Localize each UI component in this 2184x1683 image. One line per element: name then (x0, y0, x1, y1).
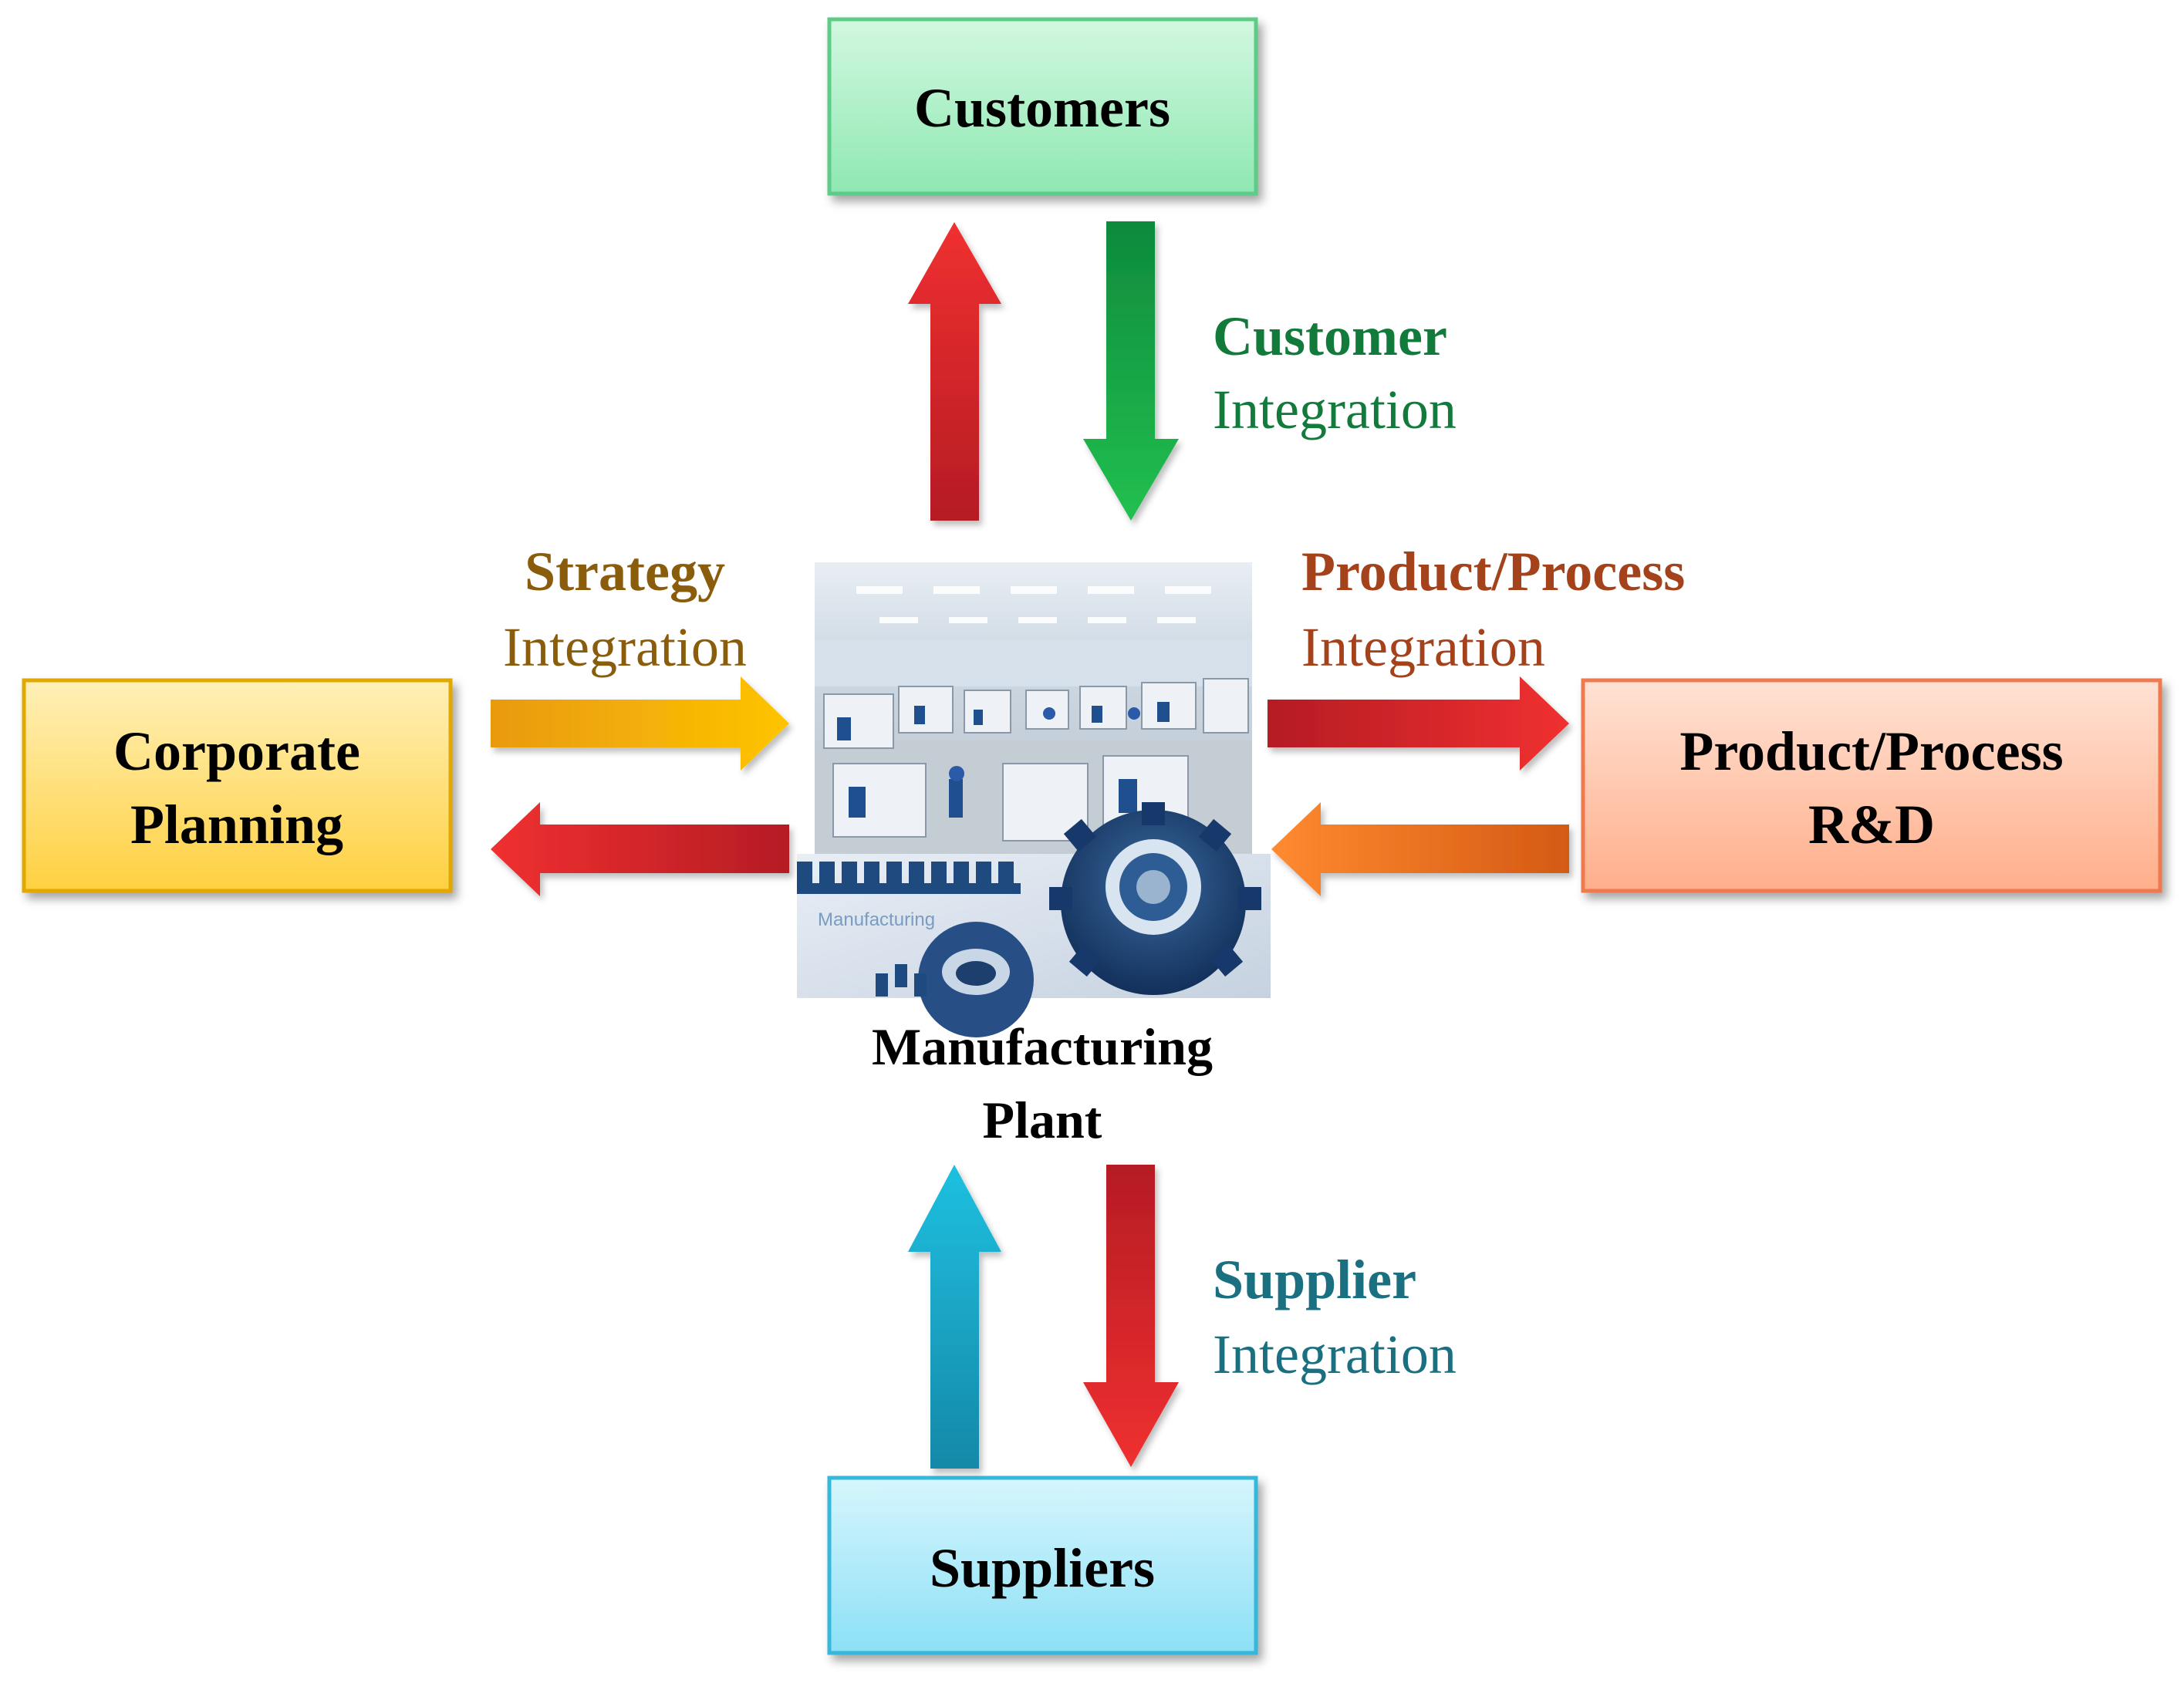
product-process-integration-bold: Product/Process (1301, 541, 1685, 602)
customer-integration-bold: Customer (1213, 305, 1447, 367)
strategy-integration-bold: Strategy (525, 541, 725, 602)
arrow-suppliers-to-plant (908, 1165, 1001, 1469)
arrow-plant-to-customers (908, 222, 1001, 521)
customer-integration-label: Customer Integration (1213, 305, 1457, 440)
supplier-integration-label: Supplier Integration (1213, 1249, 1457, 1385)
customers-label: Customers (914, 77, 1170, 139)
strategy-integration-normal: Integration (503, 616, 747, 678)
factory-floor-photo (815, 562, 1252, 855)
supplier-integration-normal: Integration (1213, 1324, 1457, 1385)
product-process-rd-label-line1: Product/Process (1679, 720, 2063, 782)
suppliers-label: Suppliers (930, 1537, 1155, 1599)
corporate-planning-box: Corporate Planning (22, 678, 453, 893)
suppliers-box: Suppliers (827, 1476, 1258, 1655)
arrow-rd-to-plant (1271, 802, 1569, 896)
gears-photo: Manufacturing (797, 802, 1271, 1037)
product-process-rd-label-line2: R&D (1808, 794, 1935, 855)
corporate-planning-label-line2: Planning (130, 794, 343, 855)
product-process-rd-box: Product/Process R&D (1581, 678, 2162, 893)
product-process-integration-normal: Integration (1301, 616, 1545, 678)
manufacturing-plant-image: Manufacturing (797, 562, 1271, 1037)
product-process-integration-label: Product/Process Integration (1301, 541, 1685, 678)
manufacturing-plant-label-line1: Manufacturing (872, 1017, 1213, 1076)
strategy-integration-label: Strategy Integration (503, 541, 747, 678)
customers-box: Customers (827, 17, 1258, 196)
customer-integration-normal: Integration (1213, 379, 1457, 440)
corporate-planning-label-line1: Corporate (113, 720, 360, 782)
gear-icon-small (918, 922, 1034, 1037)
manufacturing-plant-label-line2: Plant (983, 1091, 1102, 1149)
gear-icon (1049, 802, 1261, 995)
photo-caption: Manufacturing (818, 909, 935, 930)
supplier-integration-bold: Supplier (1213, 1249, 1416, 1310)
arrow-plant-to-suppliers (1083, 1165, 1179, 1467)
arrow-plant-to-corporate (491, 802, 789, 896)
arrow-plant-to-rd (1268, 676, 1569, 771)
arrow-customers-to-plant (1083, 221, 1179, 521)
arrow-strategy-to-plant (491, 676, 789, 771)
